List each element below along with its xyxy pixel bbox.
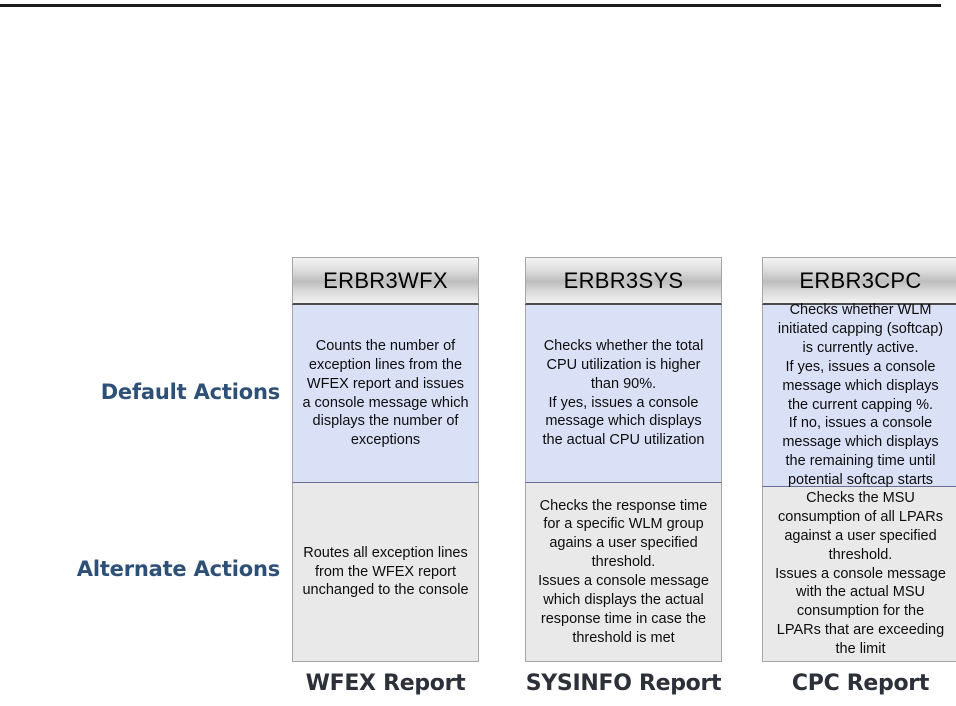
alternate-action-cell-cpc: Checks the MSU consumption of all LPARs … [762, 487, 956, 662]
alternate-action-text: Checks the response time for a specific … [538, 497, 709, 646]
top-divider-rule [0, 4, 941, 7]
column-caption-cpc: CPC Report [791, 671, 930, 696]
card-header-cpc: ERBR3CPC [762, 257, 956, 305]
default-action-text: Checks whether WLM initiated capping (so… [777, 302, 944, 488]
alternate-action-text: Routes all exception lines from the WFEX… [302, 544, 469, 599]
alternate-action-text: Checks the MSU consumption of all LPARs … [775, 490, 946, 657]
alternate-action-cell-sysinfo: Checks the response time for a specific … [525, 483, 722, 662]
card-header-sysinfo: ERBR3SYS [525, 257, 722, 305]
card-header-title: ERBR3WFX [323, 267, 448, 293]
default-action-text: Checks whether the total CPU utilization… [542, 337, 705, 449]
card-header-title: ERBR3CPC [799, 267, 922, 293]
row-label-default-actions: Default Actions [100, 380, 280, 404]
column-caption-wfex: WFEX Report [305, 671, 466, 696]
default-action-cell-wfex: Counts the number of exception lines fro… [292, 305, 479, 483]
default-action-cell-sysinfo: Checks whether the total CPU utilization… [525, 305, 722, 483]
report-column-sysinfo: ERBR3SYS Checks whether the total CPU ut… [525, 257, 722, 696]
column-caption-sysinfo: SYSINFO Report [525, 671, 722, 696]
default-action-text: Counts the number of exception lines fro… [302, 337, 469, 449]
row-label-alternate-actions: Alternate Actions [76, 557, 280, 581]
alternate-action-cell-wfex: Routes all exception lines from the WFEX… [292, 483, 479, 662]
report-column-wfex: ERBR3WFX Counts the number of exception … [292, 257, 479, 696]
default-action-cell-cpc: Checks whether WLM initiated capping (so… [762, 302, 956, 488]
report-column-cpc: ERBR3CPC Checks whether WLM initiated ca… [762, 257, 956, 696]
card-header-wfex: ERBR3WFX [292, 257, 479, 305]
card-header-title: ERBR3SYS [563, 267, 684, 293]
